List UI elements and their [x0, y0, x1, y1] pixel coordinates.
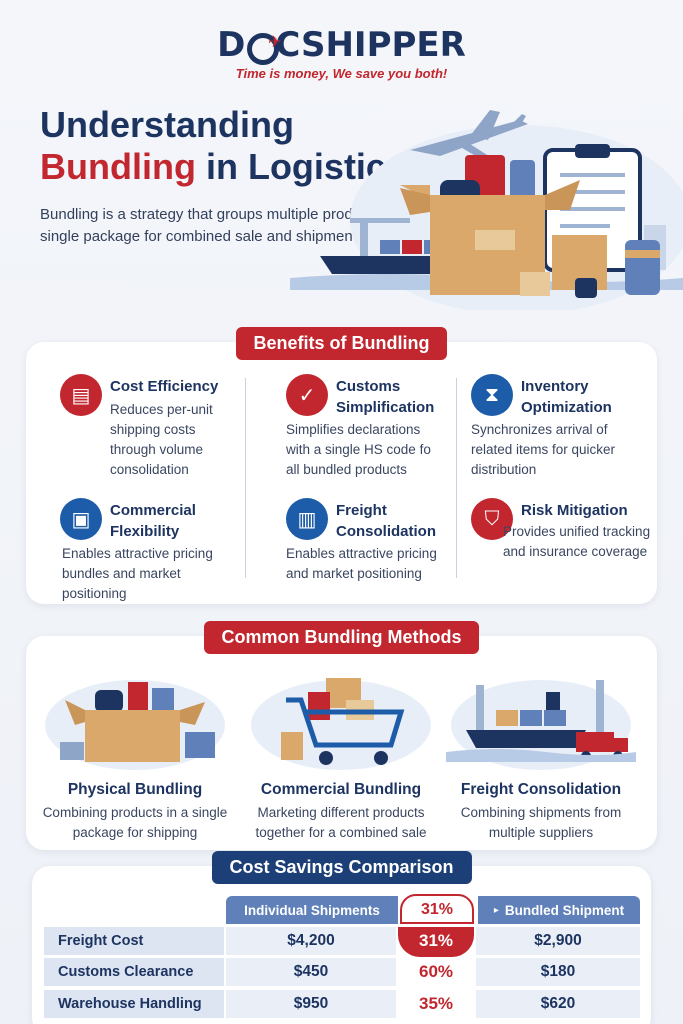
col-header-pct: 31%	[400, 894, 474, 924]
title-highlight: Bundling	[40, 146, 196, 187]
benefit-title: Freight Consolidation	[336, 502, 436, 540]
ship-truck-icon	[446, 680, 636, 770]
row-bundled: $180	[476, 958, 640, 986]
brand-header: D✈CSHIPPER Time is money, We save you bo…	[0, 26, 683, 81]
stacked-boxes-icon: ▤	[60, 374, 102, 416]
row-bundled: $2,900	[476, 927, 640, 955]
method-commercial-bundling: Commercial Bundling Marketing different …	[236, 670, 446, 843]
benefit-desc: Simplifies declarations with a single HS…	[286, 422, 431, 477]
benefit-desc: Enables attractive pricing bundles and m…	[62, 546, 213, 601]
col-header-bundled: ▸ Bundled Shipment	[478, 896, 640, 924]
container-icon: ▥	[286, 498, 328, 540]
benefits-heading: Benefits of Bundling	[235, 327, 448, 360]
page-title: Understanding Bundling in Logistics	[40, 104, 406, 188]
row-label: Warehouse Handling	[44, 990, 224, 1018]
globe-plane-icon: ✈	[245, 31, 281, 65]
benefit-title: Customs Simplification	[336, 378, 435, 416]
row-pct-highlight: 31%	[398, 927, 474, 957]
method-desc: Combining shipments from multiple suppli…	[460, 805, 622, 840]
method-freight-consolidation: Freight Consolidation Combining shipment…	[436, 670, 646, 843]
method-desc: Combining products in a single package f…	[42, 805, 228, 840]
col-header-bundled-label: Bundled Shipment	[504, 902, 625, 918]
arrow-right-icon: ▸	[493, 904, 499, 916]
divider	[245, 378, 246, 578]
cargo-ship-icon	[320, 218, 460, 274]
row-label: Freight Cost	[44, 927, 224, 955]
methods-heading: Common Bundling Methods	[203, 621, 480, 654]
table-row: Customs Clearance $450 60% $180	[44, 958, 640, 988]
hero-subtitle: Bundling is a strategy that groups multi…	[40, 206, 422, 245]
row-label: Customs Clearance	[44, 958, 224, 986]
logo-suffix: CSHIPPER	[275, 25, 466, 65]
row-individual: $950	[226, 990, 396, 1018]
benefit-desc: Reduces per-unit shipping costs through …	[110, 402, 213, 477]
benefit-title: Commercial Flexibility	[110, 502, 196, 540]
benefit-desc: Enables attractive pricing and market po…	[286, 546, 437, 581]
table-row: Warehouse Handling $950 35% $620	[44, 990, 640, 1020]
method-title: Commercial Bundling	[260, 781, 422, 798]
shield-icon: ⛉	[471, 498, 513, 540]
docshipper-logo[interactable]: D✈CSHIPPER	[0, 25, 683, 65]
bundle-box-icon	[400, 155, 580, 295]
box-clock-icon: ⧗	[471, 374, 513, 416]
method-desc: Marketing different products together fo…	[255, 805, 427, 840]
shopping-cart-icon	[251, 678, 431, 770]
tagline: Time is money, We save you both!	[235, 66, 448, 81]
clipboard-check-icon: ✓	[286, 374, 328, 416]
savings-heading: Cost Savings Comparison	[211, 851, 472, 884]
row-individual: $4,200	[226, 927, 396, 955]
hero-illustration	[290, 110, 683, 310]
row-pct: 60%	[418, 962, 454, 981]
col-header-individual: Individual Shipments	[226, 896, 398, 924]
row-pct: 35%	[418, 994, 454, 1013]
table-row: Freight Cost $4,200 31% $2,900	[44, 927, 640, 957]
title-line1: Understanding	[40, 104, 295, 145]
method-physical-bundling: Physical Bundling Combining products in …	[30, 670, 240, 843]
benefit-title: Risk Mitigation	[521, 502, 628, 519]
benefit-title: Inventory Optimization	[521, 378, 612, 416]
benefit-title: Cost Efficiency	[110, 378, 219, 395]
method-title: Freight Consolidation	[460, 781, 622, 798]
method-title: Physical Bundling	[67, 781, 203, 798]
logo-prefix: D	[217, 25, 246, 65]
row-individual: $450	[226, 958, 396, 986]
benefit-desc: Synchronizes arrival of related items fo…	[471, 422, 616, 477]
divider	[456, 378, 457, 578]
benefits-panel	[26, 342, 657, 604]
benefit-desc: Provides unified tracking and insurance …	[503, 524, 651, 559]
gift-box-icon: ▣	[60, 498, 102, 540]
row-bundled: $620	[476, 990, 640, 1018]
open-box-products-icon	[45, 680, 225, 770]
